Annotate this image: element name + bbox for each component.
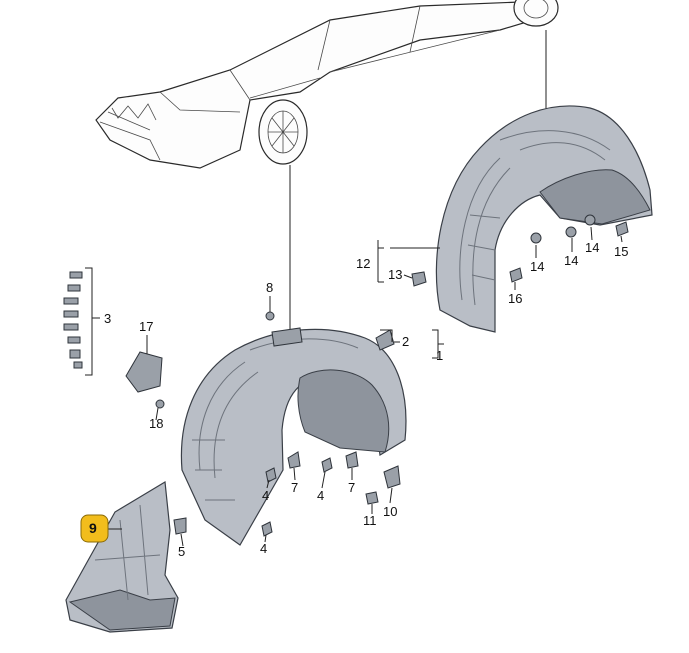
nut-7a — [287, 451, 301, 469]
callout-4c: 4 — [260, 541, 267, 556]
clip-5 — [173, 517, 187, 535]
screw-15 — [615, 221, 629, 237]
callout-18: 18 — [149, 416, 163, 431]
callout-14b: 14 — [564, 253, 578, 268]
bolt-set-3 — [63, 271, 83, 369]
callout-4a: 4 — [262, 488, 269, 503]
callout-15: 15 — [614, 244, 628, 259]
callout-3: 3 — [104, 311, 111, 326]
highlight-badge — [80, 514, 109, 543]
clip-13 — [411, 271, 427, 287]
front-wheel-housing-liner — [180, 327, 407, 546]
callout-17: 17 — [139, 319, 153, 334]
nut-14b — [565, 226, 577, 238]
nut-7b — [345, 451, 359, 469]
callout-8: 8 — [266, 280, 273, 295]
screw-8 — [265, 311, 275, 321]
callout-14a: 14 — [530, 259, 544, 274]
front-section-liner — [65, 481, 179, 633]
rear-wheel-housing-liner — [435, 105, 653, 333]
nut-14a — [530, 232, 542, 244]
callout-9: 9 — [89, 520, 97, 536]
screw-4a — [265, 467, 277, 483]
leader-lines — [85, 226, 623, 547]
screw-18 — [155, 399, 165, 409]
bracket-17 — [125, 351, 163, 393]
callout-1: 1 — [436, 348, 443, 363]
screw-4c — [261, 521, 273, 537]
callout-10: 10 — [383, 504, 397, 519]
callout-7a: 7 — [291, 480, 298, 495]
callout-12: 12 — [356, 256, 370, 271]
screw-4b — [321, 457, 333, 473]
callout-13: 13 — [388, 267, 402, 282]
clip-2 — [375, 329, 395, 351]
callout-14c: 14 — [585, 240, 599, 255]
callout-4b: 4 — [317, 488, 324, 503]
clip-top — [271, 327, 303, 347]
callout-labels: 1 2 3 4 4 4 5 7 7 8 10 11 12 13 14 14 14… — [80, 240, 628, 559]
car-illustration — [95, 0, 559, 169]
callout-5: 5 — [178, 544, 185, 559]
nut-14c — [584, 214, 596, 226]
callout-11: 11 — [363, 513, 377, 528]
screw-16 — [509, 267, 523, 283]
callout-7b: 7 — [348, 480, 355, 495]
clip-10 — [383, 465, 401, 489]
screw-11 — [365, 491, 379, 505]
callout-16: 16 — [508, 291, 522, 306]
callout-2: 2 — [402, 334, 409, 349]
